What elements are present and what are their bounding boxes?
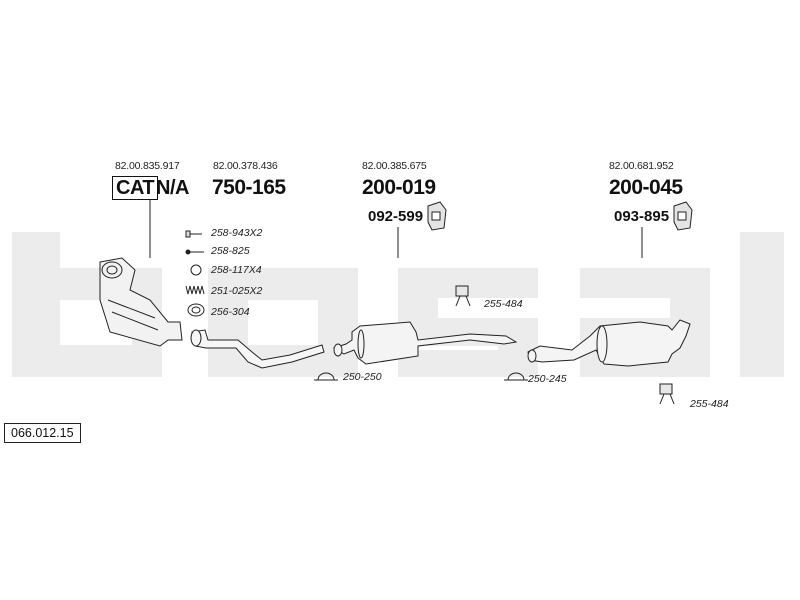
- nut-icon: [190, 264, 202, 276]
- stud-icon: [185, 249, 204, 255]
- part-code-front-pipe: 750-165: [212, 176, 286, 199]
- kit-part-label-5: 256-304: [211, 306, 250, 318]
- bolt-icon: [185, 230, 202, 238]
- hanger-label-1: 255-484: [484, 298, 523, 310]
- mounting-bracket-icon-1: [427, 201, 447, 231]
- kit-part-label-2: 258-825: [211, 245, 250, 257]
- ref-number-rear-silencer: 82.00.681.952: [609, 160, 674, 172]
- diagram-number: 066.012.15: [4, 423, 81, 443]
- kit-part-label-1: 258-943X2: [211, 227, 263, 239]
- sub-code-rear-silencer: 093-895: [614, 208, 670, 225]
- clamp-label-1: 250-250: [343, 371, 382, 383]
- clamp-icon-1: [314, 372, 338, 381]
- kit-part-label-4: 251-025X2: [211, 285, 263, 297]
- cat-na-label: N/A: [156, 177, 189, 199]
- sub-code-centre-silencer: 092-599: [368, 208, 424, 225]
- cat-label: CAT: [112, 176, 159, 200]
- centre-silencer: [332, 321, 518, 365]
- ref-number-front-pipe: 82.00.378.436: [213, 160, 278, 172]
- clamp-icon-2: [504, 372, 528, 381]
- clamp-label-2: 250-245: [528, 373, 567, 385]
- rubber-hanger-icon-2: [659, 383, 675, 405]
- part-code-centre-silencer: 200-019: [362, 176, 436, 199]
- spring-icon: [185, 285, 205, 295]
- front-pipe: [190, 329, 325, 369]
- rubber-hanger-icon-1: [455, 285, 471, 307]
- gasket-icon: [187, 303, 205, 317]
- catalytic-converter: [99, 257, 183, 347]
- kit-part-icons: [185, 230, 205, 317]
- ref-number-cat: 82.00.835.917: [115, 160, 180, 172]
- part-code-rear-silencer: 200-045: [609, 176, 683, 199]
- mounting-bracket-icon-2: [673, 201, 693, 231]
- hanger-label-2: 255-484: [690, 398, 729, 410]
- ref-number-centre-silencer: 82.00.385.675: [362, 160, 427, 172]
- rear-silencer: [527, 319, 691, 367]
- kit-part-label-3: 258-117X4: [211, 264, 262, 276]
